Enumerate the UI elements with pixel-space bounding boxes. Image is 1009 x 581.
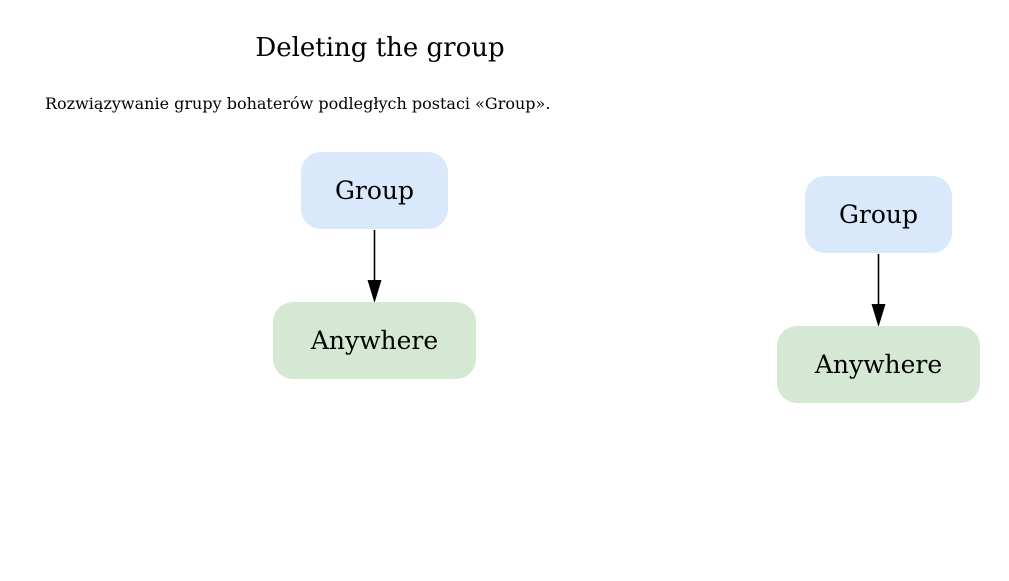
group-node: Group bbox=[301, 152, 448, 229]
node-label: Group bbox=[838, 200, 919, 229]
arrowhead-icon bbox=[367, 280, 382, 303]
diagram-subtitle: Rozwiązywanie grupy bohaterów podległych… bbox=[45, 94, 551, 113]
anywhere-node: Anywhere bbox=[273, 302, 476, 379]
group-node: Group bbox=[805, 176, 952, 253]
anywhere-node: Anywhere bbox=[777, 326, 980, 403]
node-label: Anywhere bbox=[310, 326, 439, 355]
edge-group-to-anywhere-2 bbox=[871, 254, 886, 327]
node-label: Group bbox=[334, 176, 415, 205]
node-label: Anywhere bbox=[814, 350, 943, 379]
diagram-title: Deleting the group bbox=[255, 33, 505, 63]
edge-group-to-anywhere-1 bbox=[367, 230, 382, 303]
arrowhead-icon bbox=[871, 304, 886, 327]
